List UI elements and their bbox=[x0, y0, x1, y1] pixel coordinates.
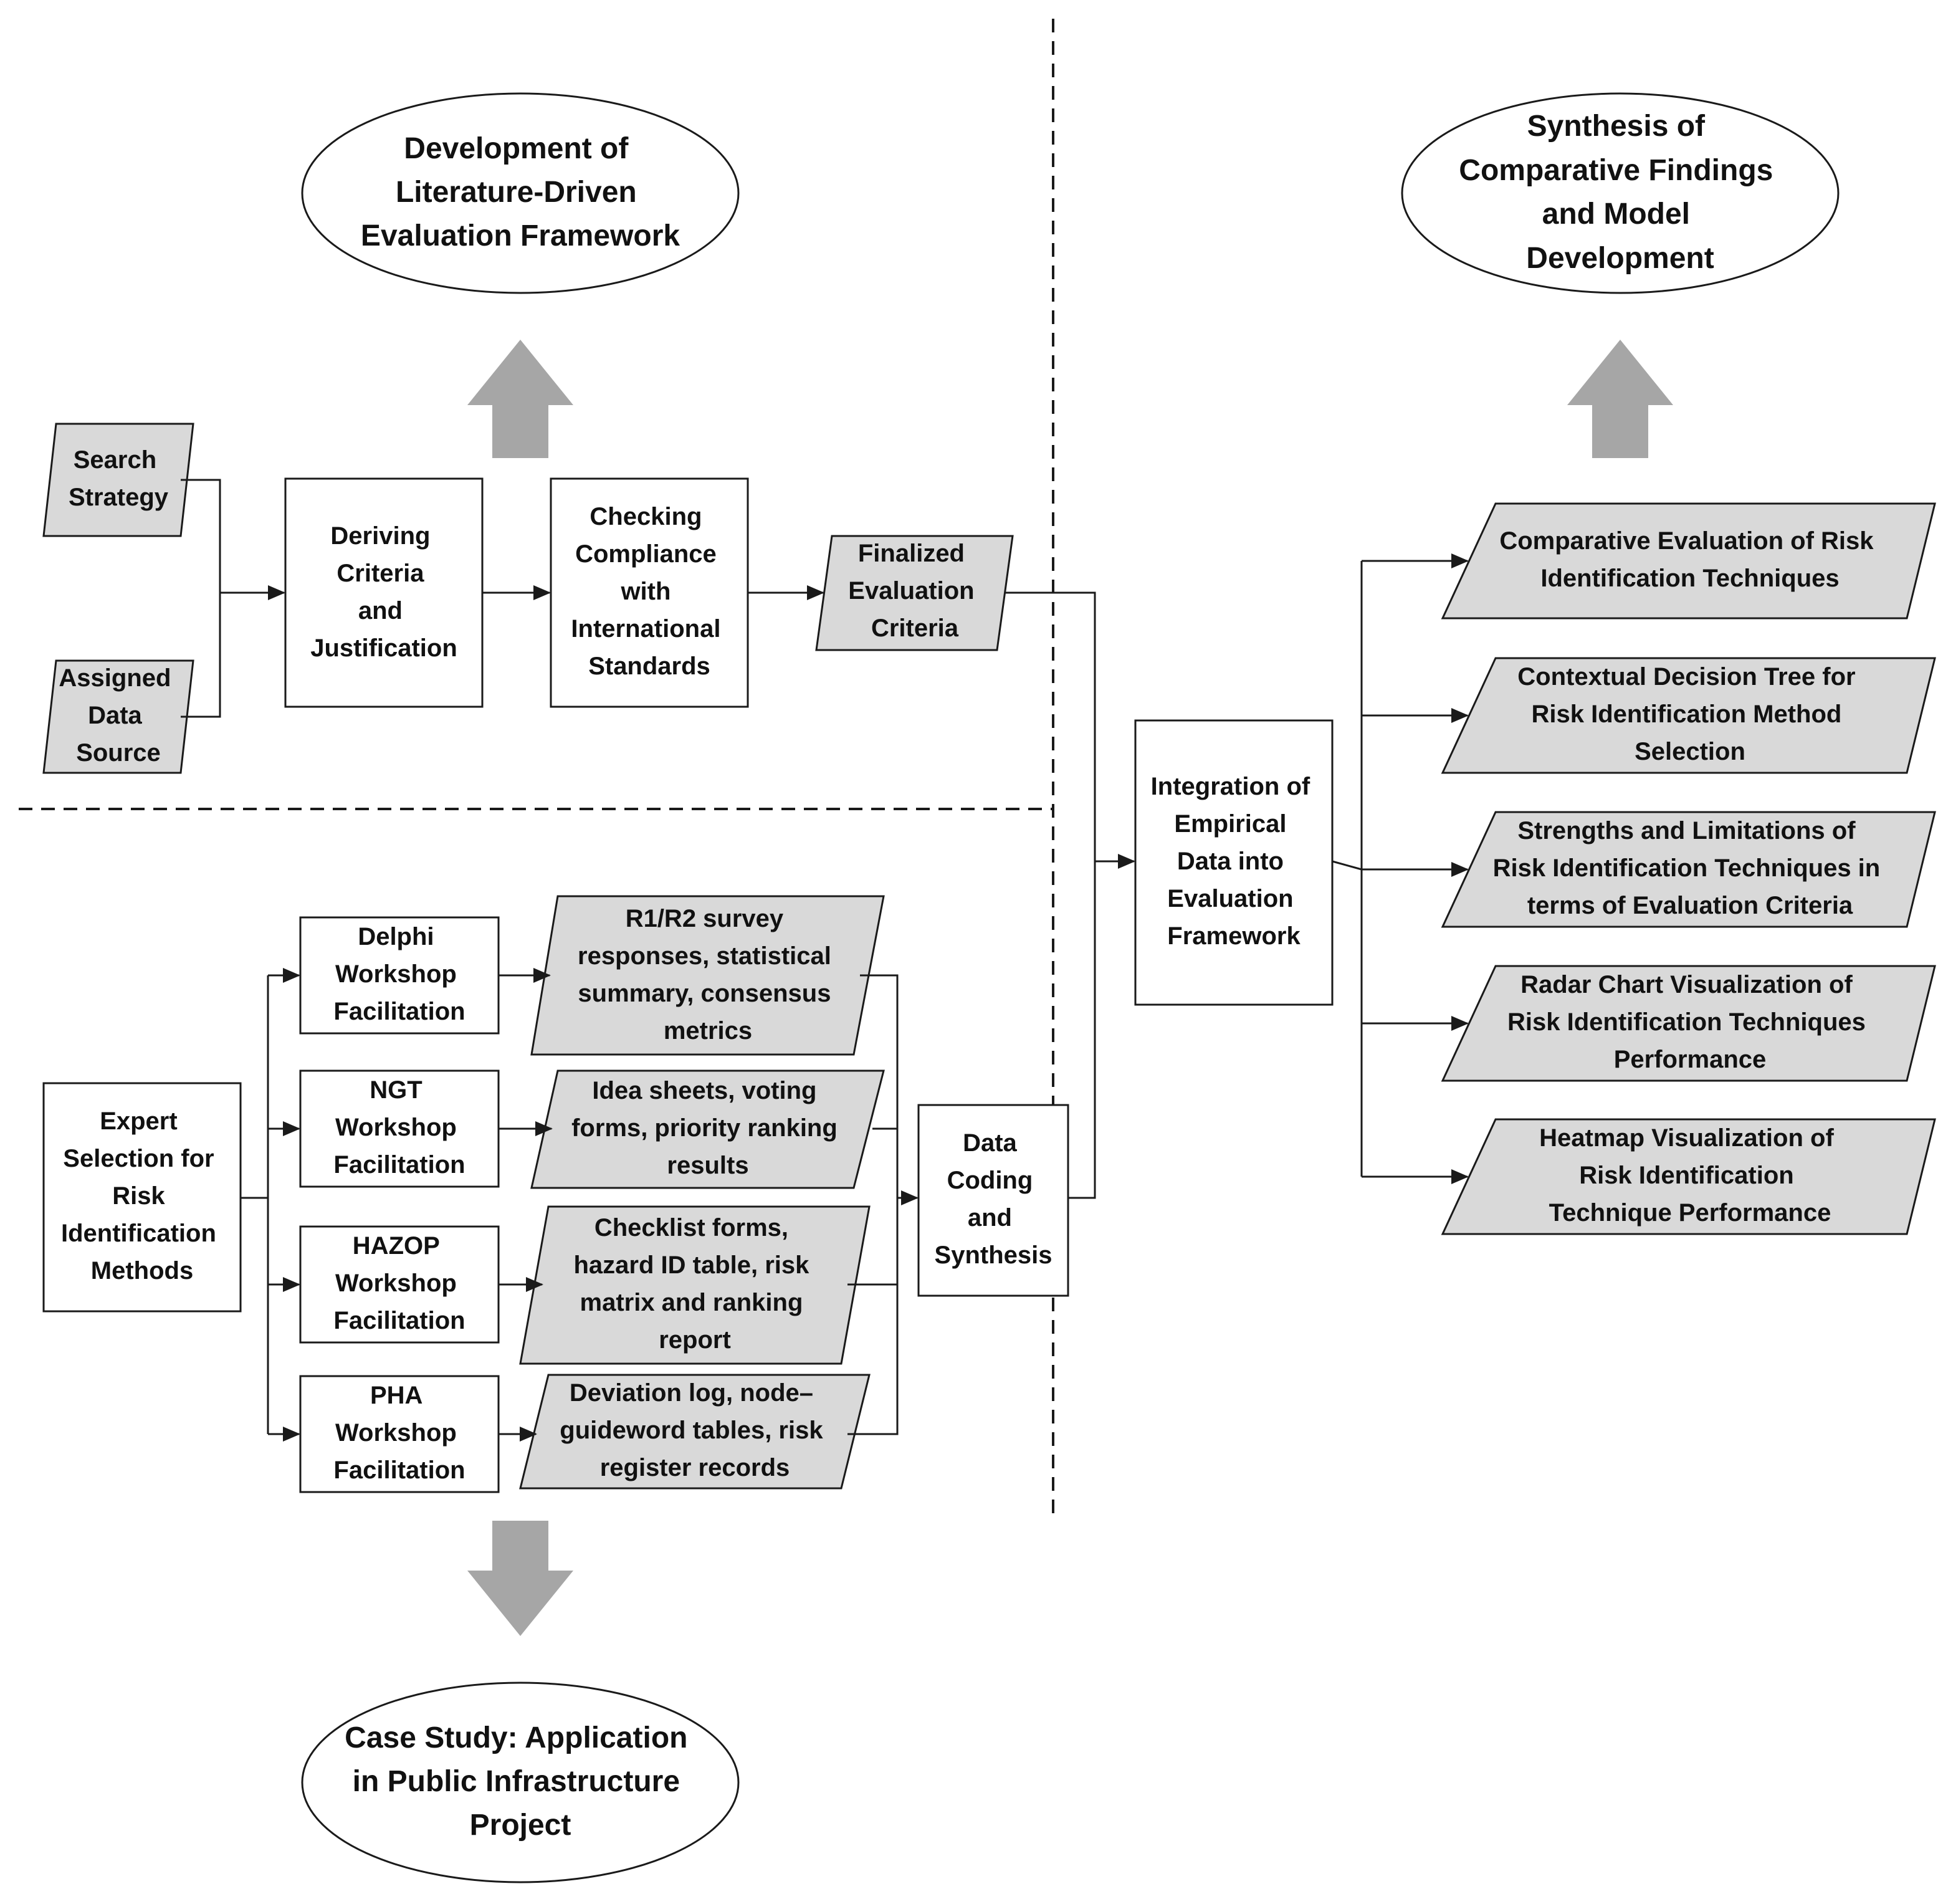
delphi-workshop-label: Delphi Workshop Facilitation bbox=[333, 923, 465, 1025]
result-comparative-evaluation-label: Comparative Evaluation of Risk Identific… bbox=[1499, 527, 1880, 592]
checking-compliance-label: Checking Compliance with International S… bbox=[571, 503, 727, 680]
framework-ellipse-label: Development of Literature-Driven Evaluat… bbox=[361, 132, 680, 252]
synthesis-ellipse bbox=[1401, 92, 1840, 294]
result-strengths-limitations bbox=[1441, 811, 1936, 928]
hazop-workshop-box bbox=[299, 1225, 500, 1344]
hazop-outputs-node bbox=[519, 1205, 871, 1365]
framework-ellipse bbox=[301, 92, 740, 294]
search-strategy-node bbox=[42, 423, 194, 537]
integration-label: Integration of Empirical Data into Evalu… bbox=[1151, 773, 1317, 950]
down-arrow-case-study bbox=[467, 1521, 573, 1636]
delphi-outputs-node bbox=[530, 895, 885, 1056]
up-arrow-synthesis bbox=[1567, 340, 1673, 458]
ngt-outputs-label: Idea sheets, voting forms, priority rank… bbox=[571, 1077, 844, 1179]
result-comparative-evaluation bbox=[1441, 502, 1936, 620]
deriving-criteria-label: Deriving Criteria and Justification bbox=[310, 522, 457, 662]
hazop-outputs-label: Checklist forms, hazard ID table, risk m… bbox=[573, 1214, 816, 1354]
ngt-outputs-node bbox=[530, 1069, 885, 1189]
result-decision-tree bbox=[1441, 657, 1936, 774]
case-study-ellipse-label: Case Study: Application in Public Infras… bbox=[345, 1721, 696, 1842]
up-arrow-framework bbox=[467, 340, 573, 458]
connector-finalized-down bbox=[1005, 591, 1096, 861]
pha-outputs-node bbox=[519, 1374, 871, 1490]
pha-outputs-label: Deviation log, node– guideword tables, r… bbox=[560, 1379, 829, 1481]
pha-workshop-box bbox=[299, 1375, 500, 1493]
result-heatmap-label: Heatmap Visualization of Risk Identifica… bbox=[1539, 1124, 1841, 1227]
search-strategy-label: Search Strategy bbox=[69, 446, 169, 511]
connector-data-coding-up bbox=[1068, 861, 1096, 1199]
assigned-data-source-label: Assigned Data Source bbox=[59, 664, 178, 767]
synthesis-ellipse-label: Synthesis of Comparative Findings and Mo… bbox=[1459, 110, 1781, 275]
delphi-outputs-label: R1/R2 survey responses, statistical summ… bbox=[578, 905, 838, 1045]
expert-selection-box bbox=[42, 1082, 242, 1313]
data-coding-label: Data Coding and Synthesis bbox=[935, 1129, 1053, 1269]
finalized-criteria-label: Finalized Evaluation Criteria bbox=[848, 540, 981, 642]
assigned-data-source-node bbox=[42, 659, 194, 774]
result-radar-chart bbox=[1441, 965, 1936, 1082]
connector-integration-out bbox=[1332, 860, 1362, 871]
integration-box bbox=[1134, 719, 1334, 1006]
connector-outputs-merge bbox=[847, 974, 899, 1435]
hazop-workshop-label: HAZOP Workshop Facilitation bbox=[333, 1232, 465, 1334]
expert-selection-label: Expert Selection for Risk Identification… bbox=[61, 1107, 223, 1284]
checking-compliance-box bbox=[550, 477, 749, 708]
pha-workshop-label: PHA Workshop Facilitation bbox=[333, 1382, 465, 1484]
data-coding-box bbox=[917, 1104, 1069, 1297]
merge-connector-inputs bbox=[181, 479, 221, 718]
deriving-criteria-box bbox=[284, 477, 484, 708]
ngt-workshop-label: NGT Workshop Facilitation bbox=[333, 1076, 465, 1179]
result-strengths-limitations-label: Strengths and Limitations of Risk Identi… bbox=[1493, 817, 1888, 919]
result-radar-chart-label: Radar Chart Visualization of Risk Identi… bbox=[1507, 971, 1873, 1073]
result-heatmap bbox=[1441, 1118, 1936, 1235]
result-decision-tree-label: Contextual Decision Tree for Risk Identi… bbox=[1517, 663, 1862, 765]
case-study-ellipse bbox=[301, 1682, 740, 1883]
finalized-criteria-node bbox=[815, 535, 1014, 651]
